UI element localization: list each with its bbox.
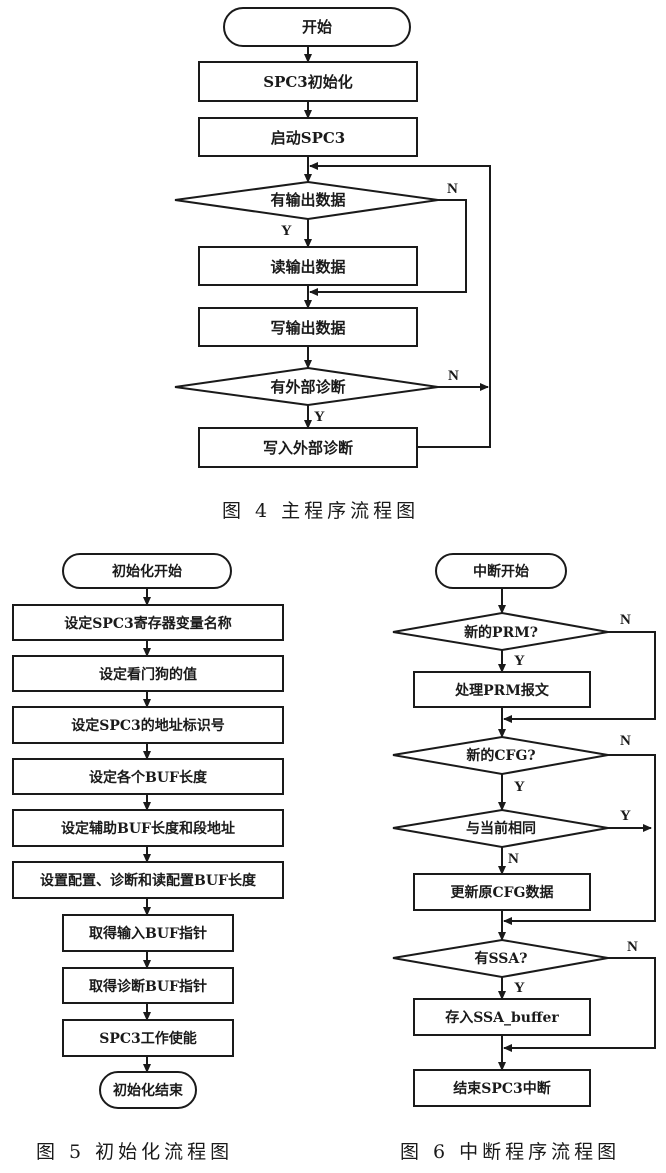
fig4-write-ext-diag-label: 写入外部诊断 [263, 439, 353, 457]
fig6-has-ssa-no-label: N [627, 939, 638, 955]
fig4-write-output-box [198, 307, 418, 347]
fig6-process-prm-box [413, 671, 591, 708]
fig4-has-output-yes-label: Y [281, 223, 292, 239]
fig4-has-output-no-label: N [447, 181, 458, 197]
fig6-new-prm-label: 新的PRM? [464, 624, 538, 641]
fig5-step8-label: 取得诊断BUF指针 [89, 978, 207, 995]
fig6-process-prm-label: 处理PRM报文 [454, 682, 550, 699]
fig4-has-output-no-path [309, 199, 467, 296]
fig6-has-ssa-yes-label: Y [514, 980, 525, 996]
fig5-step7-label: 取得输入BUF指针 [89, 925, 207, 942]
fig5-step6-box [12, 861, 284, 899]
fig6-new-cfg-label: 新的CFG? [466, 747, 535, 764]
fig4-loop-back-path [309, 162, 491, 448]
fig6-new-cfg-yes-label: Y [514, 779, 525, 795]
fig6-new-prm-no-path [503, 631, 656, 723]
fig6-same-no-label: N [508, 851, 519, 867]
fig6-new-cfg-no-path [503, 754, 656, 925]
fig5-step9-label: SPC3工作使能 [99, 1030, 197, 1047]
fig6-store-ssa-label: 存入SSA_buffer [445, 1009, 559, 1026]
fig4-caption: 图 4 主程序流程图 [222, 500, 419, 522]
fig5-step1-label: 设定SPC3寄存器变量名称 [64, 615, 232, 632]
fig4-write-output-label: 写输出数据 [270, 319, 345, 337]
fig5-step4-label: 设定各个BUF长度 [89, 769, 208, 786]
fig4-start-terminal [223, 7, 411, 47]
fig5-step2-label: 设定看门狗的值 [99, 666, 197, 683]
fig4-has-ext-diag-label: 有外部诊断 [270, 378, 345, 396]
fig5-start-label: 初始化开始 [112, 563, 182, 580]
fig6-start-label: 中断开始 [473, 563, 529, 580]
fig6-new-prm-no-label: N [620, 612, 631, 628]
fig6-has-ssa-no-path [503, 957, 656, 1052]
fig4-launch-label: 启动SPC3 [271, 129, 346, 147]
figure-6-interrupt: 中断开始 新的PRM? N Y 处理PRM报文 新的CFG? N Y 与当前相同… [392, 553, 656, 1163]
fig6-same-as-current-label: 与当前相同 [466, 820, 536, 837]
fig6-new-cfg-no-label: N [620, 733, 631, 749]
figure-5-initialization: 初始化开始 设定SPC3寄存器变量名称 设定看门狗的值 设定SPC3的地址标识号… [12, 553, 284, 1163]
fig4-init-label: SPC3初始化 [263, 73, 353, 91]
fig4-has-ext-diag-no-label: N [448, 368, 459, 384]
fig6-same-yes-label: Y [620, 808, 631, 824]
fig4-has-output-label: 有输出数据 [270, 191, 345, 209]
fig5-end-label: 初始化结束 [113, 1082, 184, 1099]
fig4-write-ext-diag-box [198, 427, 418, 468]
fig6-end-box [413, 1069, 591, 1107]
fig5-step9-box [62, 1019, 234, 1057]
fig6-has-ssa-label: 有SSA? [475, 950, 528, 967]
fig4-read-output-label: 读输出数据 [270, 258, 345, 276]
fig5-caption: 图 5 初始化流程图 [36, 1141, 233, 1163]
fig6-new-prm-yes-label: Y [514, 653, 525, 669]
fig5-step6-label: 设置配置、诊断和读配置BUF长度 [40, 872, 257, 889]
fig5-step5-label: 设定辅助BUF长度和段地址 [61, 820, 235, 837]
fig4-start-label: 开始 [302, 18, 332, 36]
fig5-step4-box [12, 758, 284, 795]
fig6-end-label: 结束SPC3中断 [453, 1080, 551, 1097]
fig4-has-ext-diag-yes-label: Y [314, 409, 325, 425]
figure-4-main-program: 开始 SPC3初始化 启动SPC3 有输出数据 N Y 读输出数据 写输出数据 … [174, 7, 491, 522]
fig5-end-terminal [99, 1071, 197, 1109]
fig6-update-cfg-label: 更新原CFG数据 [450, 884, 553, 901]
fig6-caption: 图 6 中断程序流程图 [400, 1141, 620, 1163]
fig4-init-box [198, 61, 418, 102]
fig5-step3-label: 设定SPC3的地址标识号 [71, 717, 225, 734]
fig5-step7-box [62, 914, 234, 952]
